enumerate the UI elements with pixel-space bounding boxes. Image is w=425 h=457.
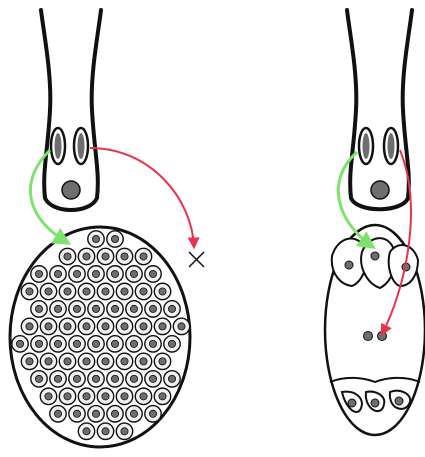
ovule-cell-nucleus: [178, 323, 185, 330]
ovule-cell-nucleus: [64, 253, 71, 260]
ovule-cell-nucleus: [26, 358, 33, 365]
ovule-cell-nucleus: [92, 340, 99, 347]
ovule-cell-nucleus: [26, 288, 33, 295]
left-vegetative-nucleus: [62, 181, 80, 199]
ovule-cell-nucleus: [140, 393, 147, 400]
ovule-cell-nucleus: [54, 375, 61, 382]
ovule-cell-nucleus: [140, 288, 147, 295]
ovule-cell-nucleus: [45, 323, 52, 330]
ovule-cell-nucleus: [159, 323, 166, 330]
ovule-cell-nucleus: [149, 270, 156, 277]
ovule-cell-nucleus: [83, 253, 90, 260]
ovule-cell-nucleus: [121, 323, 128, 330]
ovule-cell-nucleus: [35, 340, 42, 347]
ovule-cell-nucleus: [168, 305, 175, 312]
ovule-cell-nucleus: [130, 410, 137, 417]
ovule-cell-nucleus: [45, 393, 52, 400]
ovule-cell-nucleus: [102, 393, 109, 400]
ovule-cell-nucleus: [73, 410, 80, 417]
ovule-cell-nucleus: [159, 288, 166, 295]
ovule-cell-nucleus: [45, 358, 52, 365]
ovule-cell-nucleus: [64, 393, 71, 400]
ovule-cell-nucleus: [102, 428, 109, 435]
ovule-cell-nucleus: [45, 288, 52, 295]
ovule-cell-nucleus: [111, 235, 118, 242]
ovule-cell-nucleus: [140, 253, 147, 260]
ovule-cell-nucleus: [140, 323, 147, 330]
ovule-cell-nucleus: [92, 375, 99, 382]
ovule-cell-nucleus: [83, 358, 90, 365]
ovule-cell-nucleus: [111, 270, 118, 277]
ovule-cell-nucleus: [64, 323, 71, 330]
ovule-cell-nucleus: [111, 305, 118, 312]
ovule-cell-nucleus: [121, 288, 128, 295]
ovule-cell-nucleus: [111, 410, 118, 417]
ovule-cell-nucleus: [130, 375, 137, 382]
ovule-cell-nucleus: [102, 288, 109, 295]
ovule-cell-nucleus: [83, 393, 90, 400]
ovule-cell-nucleus: [130, 270, 137, 277]
ovule-cell-nucleus: [159, 393, 166, 400]
left-pollen-tube: [41, 10, 101, 210]
ovule-cell-nucleus: [149, 305, 156, 312]
ovule-cell-nucleus: [54, 305, 61, 312]
ovule-cell-nucleus: [83, 428, 90, 435]
ovule-cell-nucleus: [64, 358, 71, 365]
ovule-cell-nucleus: [83, 323, 90, 330]
ovule-cell-nucleus: [16, 340, 23, 347]
ovule-cell-nucleus: [92, 305, 99, 312]
ovule-cell-nucleus: [73, 340, 80, 347]
ovule-cell-nucleus: [26, 323, 33, 330]
ovule-cell-nucleus: [121, 253, 128, 260]
ovule-cell-nucleus: [64, 288, 71, 295]
ovule-cell-nucleus: [121, 358, 128, 365]
ovule-cell-nucleus: [54, 270, 61, 277]
ovule-cell-nucleus: [54, 410, 61, 417]
left-panel: [10, 10, 204, 447]
right-vegetative-nucleus: [371, 181, 389, 199]
ovule-cell-nucleus: [149, 410, 156, 417]
ovule-cell-nucleus: [54, 340, 61, 347]
ovule-cell-nucleus: [102, 323, 109, 330]
ovule-cell-nucleus: [102, 253, 109, 260]
ovule-cell-nucleus: [111, 375, 118, 382]
ovule-cell-nucleus: [168, 375, 175, 382]
ovule-cell-nucleus: [130, 340, 137, 347]
ovule-cell-nucleus: [159, 358, 166, 365]
ovule-cell-nucleus: [121, 393, 128, 400]
ovule-cell-nucleus: [130, 305, 137, 312]
ovule-cell-nucleus: [140, 358, 147, 365]
ovule-cell-nucleus: [73, 270, 80, 277]
ovule-cell-nucleus: [73, 305, 80, 312]
rejected-x-mark: [189, 252, 204, 267]
right-pollen-tube: [347, 10, 412, 209]
ovule-cell-nucleus: [35, 305, 42, 312]
ovule-cell-nucleus: [92, 235, 99, 242]
ovule-cell-nucleus: [35, 375, 42, 382]
ovule-cell-nucleus: [35, 270, 42, 277]
ovule-cell-nucleus: [92, 270, 99, 277]
ovule-cell-nucleus: [102, 358, 109, 365]
ovule-cell-nucleus: [149, 340, 156, 347]
ovule-cell-nucleus: [73, 375, 80, 382]
ovule-cell-nucleus: [149, 375, 156, 382]
ovule-cell-nucleus: [111, 340, 118, 347]
right-panel: [325, 10, 425, 435]
ovule-cell-nucleus: [168, 340, 175, 347]
ovule-cell-nucleus: [92, 410, 99, 417]
ovule-cell-nucleus: [83, 288, 90, 295]
ovule-cell-nucleus: [121, 428, 128, 435]
